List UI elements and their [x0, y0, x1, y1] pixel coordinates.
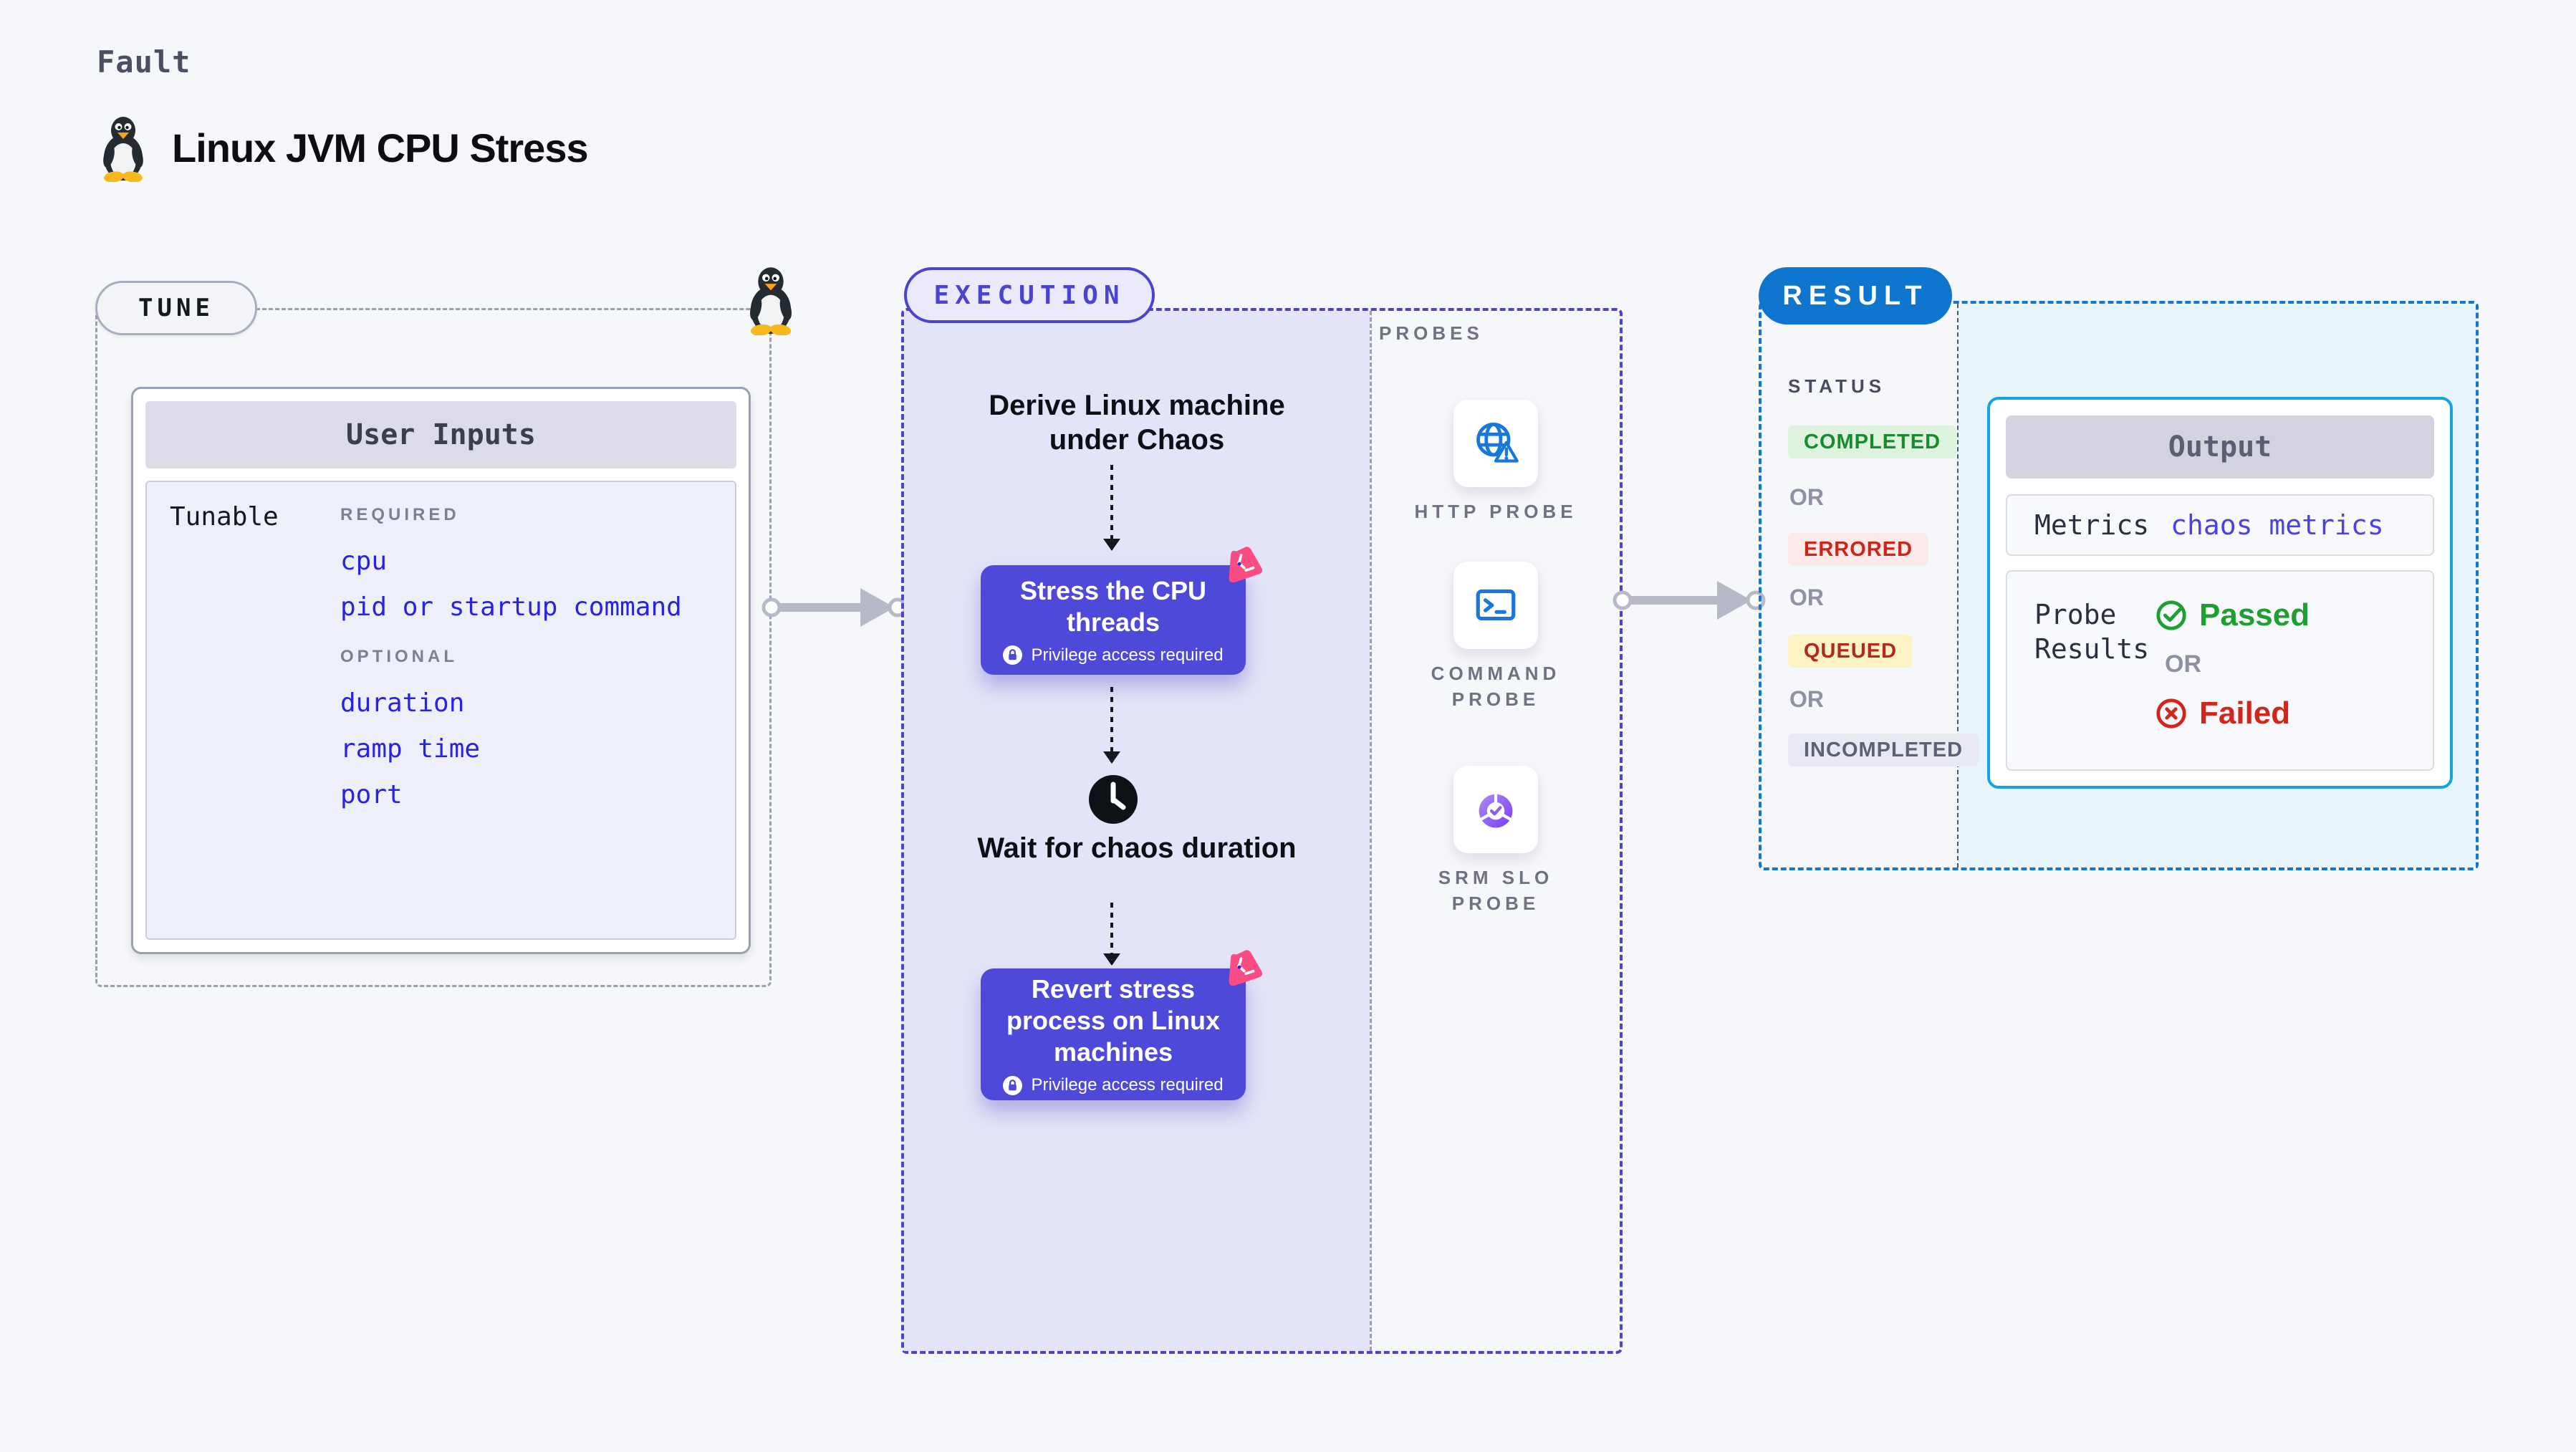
tunable-item: pid or startup command [340, 592, 682, 622]
probe-label: SRM SLO PROBE [1438, 867, 1554, 914]
tunable-item: port [340, 779, 403, 809]
user-inputs-card: User Inputs Tunable REQUIRED cpu pid or … [131, 387, 751, 954]
metrics-row: Metrics chaos metrics [2006, 494, 2434, 556]
stress-cpu-step-card: Stress the CPU threads Privilege access … [981, 565, 1246, 675]
tune-section-box [95, 308, 772, 987]
probe-item-srm-slo: SRM SLO PROBE [1372, 766, 1620, 916]
probes-label: PROBES [1379, 322, 1484, 344]
globe-alert-icon [1476, 423, 1519, 463]
page-title-row: Linux JVM CPU Stress [100, 113, 589, 182]
user-inputs-title: User Inputs [145, 401, 736, 468]
optional-section-label: OPTIONAL [340, 647, 458, 666]
probe-label: COMMAND PROBE [1431, 663, 1561, 710]
probe-results-row: Probe Results Passed OR [2006, 570, 2434, 771]
tunable-item: ramp time [340, 734, 481, 764]
status-badge-completed: COMPLETED [1788, 425, 1957, 458]
tune-to-execution-arrow [761, 588, 908, 627]
privilege-note: Privilege access required [1003, 1075, 1224, 1095]
probe-results-label: Probe Results [2034, 599, 2150, 665]
chaos-fault-icon [1229, 547, 1263, 583]
or-separator: OR [1789, 484, 1824, 510]
http-probe-card [1453, 400, 1538, 487]
probe-item-http: HTTP PROBE [1372, 400, 1620, 524]
privilege-note-text: Privilege access required [1031, 645, 1224, 665]
verdict-passed: Passed [2155, 597, 2310, 633]
lock-icon [1003, 1075, 1023, 1095]
step-derive-machine: Derive Linux machine under Chaos [989, 390, 1285, 456]
or-separator: OR [1789, 585, 1824, 610]
metrics-value: chaos metrics [2171, 509, 2384, 541]
or-separator: OR [1789, 686, 1824, 712]
or-separator: OR [2165, 650, 2201, 678]
passed-label: Passed [2199, 597, 2310, 633]
status-badge-queued: QUEUED [1788, 635, 1913, 668]
privilege-note-text: Privilege access required [1031, 1075, 1224, 1095]
status-label: STATUS [1788, 375, 1886, 397]
lock-icon [1003, 645, 1023, 665]
execution-section-box: Derive Linux machine under Chaos Stress … [901, 308, 1623, 1354]
arrow-down-icon [1110, 903, 1113, 964]
page-title: Linux JVM CPU Stress [172, 125, 589, 170]
terminal-icon [1476, 589, 1516, 621]
probe-item-command: COMMAND PROBE [1372, 562, 1620, 712]
arrow-down-icon [1110, 687, 1113, 762]
probe-results-verdicts: Passed OR Failed [2155, 597, 2310, 769]
step-wait-duration: Wait for chaos duration [977, 832, 1297, 864]
execution-flow-area: Derive Linux machine under Chaos Stress … [904, 311, 1370, 1351]
metrics-label: Metrics [2034, 509, 2150, 541]
probe-label: HTTP PROBE [1414, 501, 1577, 522]
revert-stress-step-title: Revert stress process on Linux machines [1006, 974, 1221, 1067]
wait-clock-icon [1089, 775, 1138, 824]
status-badge-incompleted: INCOMPLETED [1788, 734, 1979, 766]
chaos-fault-icon [1229, 950, 1263, 986]
required-section-label: REQUIRED [340, 505, 460, 524]
arrow-down-icon [1110, 465, 1113, 549]
tunable-item: cpu [340, 546, 388, 576]
verdict-failed: Failed [2155, 696, 2310, 731]
privilege-note: Privilege access required [1003, 645, 1224, 665]
stress-cpu-step-title: Stress the CPU threads [1019, 575, 1207, 637]
fault-eyebrow: Fault [97, 44, 191, 80]
check-circle-icon [2156, 600, 2186, 630]
x-circle-icon [2156, 698, 2186, 729]
result-badge: RESULT [1759, 267, 1952, 324]
tune-badge: TUNE [95, 281, 257, 335]
execution-to-result-arrow [1613, 581, 1766, 620]
revert-stress-step-card: Revert stress process on Linux machines … [981, 968, 1246, 1100]
result-section-box: STATUS COMPLETED OR ERRORED OR QUEUED OR… [1759, 301, 2479, 870]
tunable-list: REQUIRED cpu pid or startup command OPTI… [340, 492, 682, 817]
slo-donut-check-icon [1477, 790, 1514, 828]
probes-panel: PROBES HTTP PROBE [1370, 311, 1620, 1351]
status-badge-errored: ERRORED [1788, 533, 1929, 566]
output-title: Output [2006, 415, 2434, 479]
execution-badge: EXECUTION [904, 267, 1155, 323]
linux-tux-icon [750, 267, 792, 335]
command-probe-card [1453, 562, 1538, 649]
linux-tux-icon [103, 117, 143, 182]
output-card: Output Metrics chaos metrics Probe Resul… [1987, 397, 2453, 789]
tunable-row-label: Tunable [170, 502, 279, 532]
tunable-item: duration [340, 688, 465, 718]
srm-slo-probe-card [1453, 766, 1538, 853]
user-inputs-body: Tunable REQUIRED cpu pid or startup comm… [145, 481, 736, 940]
failed-label: Failed [2199, 696, 2291, 731]
